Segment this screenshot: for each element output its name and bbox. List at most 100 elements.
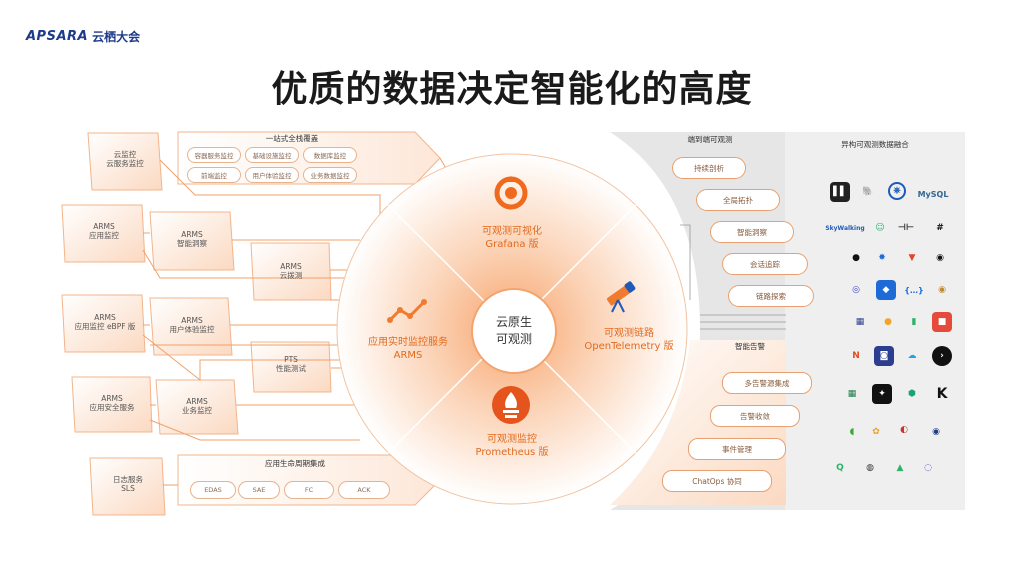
clickhouse-logo-icon: ▌▌ [830,182,850,202]
arms-synthetic-box: ARMS 云拨测 [252,262,330,281]
center-line2: 可观测 [495,332,532,346]
box-line2: 应用监控 [89,231,119,241]
arms-app-monitor-box: ARMS 应用监控 [64,222,144,241]
fullstack-pill: 数据库监控 [303,147,357,163]
prometheus-label: 可观测监控 Prometheus 版 [455,433,569,459]
box-line2: 用户体验监控 [169,325,215,335]
gitlab-logo-icon: ▼ [908,253,916,263]
box-line1: 日志服务 [113,475,143,484]
hex-logo-icon: ⬢ [908,389,916,399]
arms-line1: 应用实时监控服务 [368,337,448,348]
apsara-logo: APSARA 云栖大会 [26,28,140,44]
box-line1: 云监控 [113,150,137,159]
opentelemetry-line2: OpenTelemetry 版 [584,341,674,352]
grafana-icon [494,176,528,210]
box-line1: ARMS [94,313,116,322]
camera-logo-icon: ◙ [874,346,894,366]
grafana-label: 可观测可视化 Grafana 版 [455,225,569,251]
box-line2: 云服务监控 [106,159,144,169]
bars-logo-icon: ▮ [911,317,917,327]
cloud-monitor-box: 云监控 云服务监控 [90,150,160,169]
fullstack-title: 一站式全栈覆盖 [265,134,319,143]
center-line1: 云原生 [495,315,532,330]
q-logo-icon: Q [836,463,844,473]
fullstack-pill: 用户体验监控 [245,167,299,183]
e2e-pill: 全局拓扑 [696,189,780,211]
lifecycle-pill-ack: ACK [338,481,390,499]
alert-title: 智能告警 [735,342,765,351]
box-line2: 智能洞察 [177,239,207,249]
lifecycle-title: 应用生命周期集成 [265,459,325,468]
lifecycle-pill-sae: SAE [238,481,280,499]
arms-insight-box: ARMS 智能洞察 [152,230,232,249]
shield-logo-icon: ◉ [932,427,940,437]
sls-box: 日志服务 SLS [92,475,164,494]
triangle-logo-icon: ▲ [896,463,904,473]
grafana-line1: 可观测可视化 [482,226,542,237]
dots-logo-icon: ✿ [872,427,880,437]
page-title: 优质的数据决定智能化的高度 [271,69,753,110]
e2e-pill: 智能洞察 [710,221,794,243]
cloud-native-observability-core: 云原生 可观测 [471,288,557,374]
box-line2: 业务监控 [182,406,212,416]
box-line2: SLS [121,484,135,494]
robot-logo-icon: ☺ [875,223,885,233]
opentelemetry-label: 可观测链路 OpenTelemetry 版 [574,327,684,353]
box-line1: PTS [284,355,298,364]
sharding-logo-icon: ⊣⊢ [897,223,915,233]
prometheus-line1: 可观测监控 [487,434,537,445]
opentelemetry-line1: 可观测链路 [604,328,654,339]
postgresql-logo-icon: 🐘 [862,187,874,197]
github-logo-icon: ◉ [936,253,944,263]
box-line2: 性能测试 [276,364,306,374]
box-line1: ARMS [181,316,203,325]
n-logo-icon: N [852,351,860,361]
e2e-title: 端到端可观测 [687,135,733,144]
lifecycle-pill-edas: EDAS [190,481,236,499]
e2e-pill: 会话追踪 [722,253,808,275]
arms-business-box: ARMS 业务监控 [157,397,237,416]
prometheus-line2: Prometheus 版 [475,447,549,458]
leaf-logo-icon: ◖ [849,427,855,437]
alert-pill: 事件管理 [688,438,786,460]
elastic-logo-icon: ◉ [938,285,946,295]
c-logo-icon: ◐ [900,425,908,435]
alert-pill: 多告警源集成 [722,372,812,394]
eye-logo-icon: ◍ [866,463,874,473]
logo-mark: APSARA [26,28,89,44]
telescope-icon [607,281,636,313]
lifecycle-pill-fc: FC [284,481,334,499]
grid-green-logo-icon: ▦ [847,389,857,399]
postman-logo-icon: ◎ [852,285,860,295]
prometheus-icon [492,386,530,424]
box-line1: ARMS [186,397,208,406]
arms-security-box: ARMS 应用安全服务 [72,394,152,413]
k-logo-icon: K [936,386,948,402]
fullstack-pill: 容器服务监控 [187,147,241,163]
alert-pill: ChatOps 协同 [662,470,772,492]
box-line1: ARMS [181,230,203,239]
pts-box: PTS 性能测试 [252,355,330,374]
grid-logo-icon: # [936,223,944,233]
box-line2: 应用监控 eBPF 版 [74,322,136,332]
db-logo-icon: ▦ [855,317,865,327]
trend-line-icon [387,299,427,323]
box-line1: ARMS [280,262,302,271]
alert-pill: 告警收敛 [710,405,800,427]
fullstack-pill: 前端监控 [187,167,241,183]
dark-logo-icon: ✦ [872,384,892,404]
logo-text: 云栖大会 [92,29,141,44]
sources-title: 异构可观测数据融合 [841,140,909,149]
mysql-logo-icon: MySQL [917,189,949,199]
pin-logo-icon: ● [884,317,892,327]
salesforce-logo-icon: ☁ [907,351,917,361]
skywalking-logo-icon: SkyWalking [825,224,865,232]
box-line2: 云拨测 [279,271,303,281]
ring-logo-icon: ◌ [924,463,932,473]
arms-label: 应用实时监控服务 ARMS [352,336,464,362]
redis-logo-icon: ■ [932,312,952,332]
arms-ebpf-box: ARMS 应用监控 eBPF 版 [60,313,150,332]
fullstack-pill: 基础设施监控 [245,147,299,163]
box-line2: 应用安全服务 [89,403,135,413]
tux-logo-icon: ● [852,253,860,263]
